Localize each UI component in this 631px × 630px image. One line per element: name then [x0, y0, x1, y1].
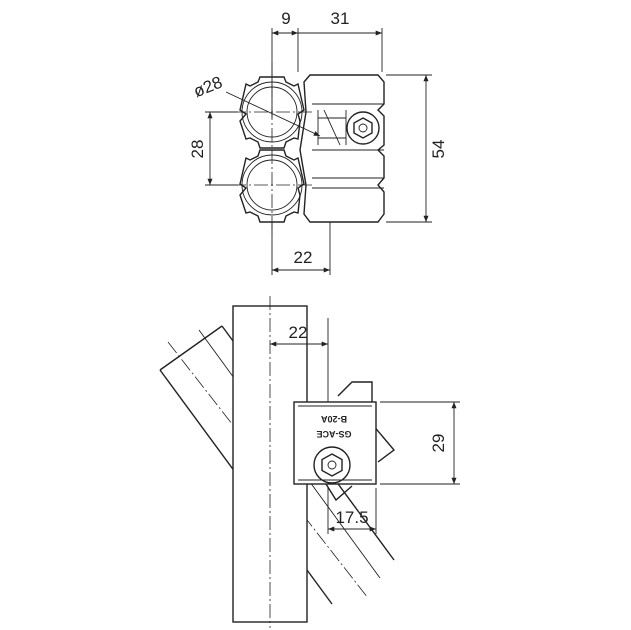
- dim-22-side: 22: [289, 323, 308, 342]
- socket-screw-top: [346, 111, 380, 145]
- engraving: GS-ACE B-20A: [316, 414, 351, 439]
- clamp-block-top: [299, 74, 385, 223]
- side-dim-22-lines: [270, 318, 329, 402]
- top-view: 9 31 ø28 28 54 22: [188, 9, 448, 275]
- dim-22-top: 22: [294, 248, 313, 267]
- dim-28: 28: [188, 140, 207, 159]
- side-dim-29-lines: [380, 401, 460, 485]
- clamp-block-side: [293, 381, 396, 502]
- top-extension-lines: [205, 28, 432, 275]
- side-view: 22 GS-ACE B-20A 29: [159, 296, 460, 628]
- dim-9: 9: [281, 9, 290, 28]
- engraving-line1: GS-ACE: [316, 429, 351, 439]
- top-center-lines: [232, 62, 312, 236]
- dim-17-5: 17.5: [335, 508, 368, 527]
- engraving-line2: B-20A: [321, 414, 348, 424]
- dim-29: 29: [429, 434, 448, 453]
- socket-screw-side: [313, 446, 351, 484]
- dim-dia28: ø28: [191, 73, 225, 102]
- dim-31: 31: [331, 9, 350, 28]
- side-dim-17-5-lines: [327, 488, 377, 534]
- top-dimension-lines: [207, 30, 429, 273]
- dim-54: 54: [429, 140, 448, 159]
